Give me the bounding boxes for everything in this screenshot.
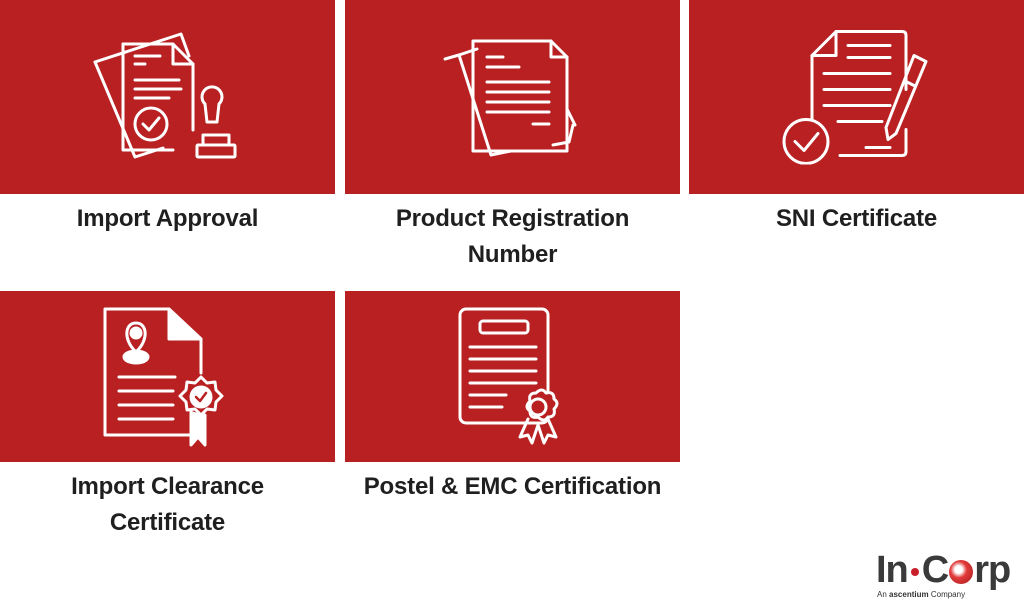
document-pencil-check-icon bbox=[782, 30, 927, 165]
card-label-import-clearance: Import Clearance Certificate bbox=[0, 469, 335, 541]
globe-icon bbox=[949, 560, 974, 584]
card-product-registration-panel bbox=[345, 0, 680, 194]
card-import-approval-panel bbox=[0, 0, 335, 194]
logo-dot-icon bbox=[910, 567, 919, 576]
logo-part-3: rp bbox=[974, 549, 1011, 591]
logo-tagline: An ascentium Company bbox=[877, 590, 965, 599]
tagline-suffix: Company bbox=[930, 590, 966, 599]
card-label-postel-emc: Postel & EMC Certification bbox=[345, 469, 680, 505]
certificate-ribbon-icon bbox=[458, 307, 558, 444]
document-stack-icon bbox=[443, 39, 576, 157]
label-line-1: Product Registration bbox=[395, 205, 630, 232]
card-label-sni-certificate: SNI Certificate bbox=[689, 201, 1024, 237]
logo-part-2: C bbox=[921, 549, 949, 591]
card-sni-certificate-panel bbox=[689, 0, 1024, 194]
label-line-2: Certificate bbox=[109, 509, 226, 536]
label-line-1: SNI Certificate bbox=[775, 205, 938, 232]
card-label-product-registration: Product Registration Number bbox=[345, 201, 680, 273]
tagline-brand: ascentium bbox=[889, 590, 929, 599]
documents-stamp-icon bbox=[93, 32, 236, 159]
label-line-1: Import Approval bbox=[76, 205, 259, 232]
label-line-1: Postel & EMC Certification bbox=[363, 473, 662, 500]
label-line-2: Number bbox=[467, 241, 558, 268]
document-location-badge-icon bbox=[103, 307, 223, 446]
tagline-prefix: An bbox=[877, 590, 887, 599]
card-label-import-approval: Import Approval bbox=[0, 201, 335, 237]
card-postel-emc-panel bbox=[345, 291, 680, 462]
card-import-clearance-panel bbox=[0, 291, 335, 462]
logo-part-1: In bbox=[876, 549, 909, 591]
label-line-1: Import Clearance bbox=[71, 473, 264, 500]
